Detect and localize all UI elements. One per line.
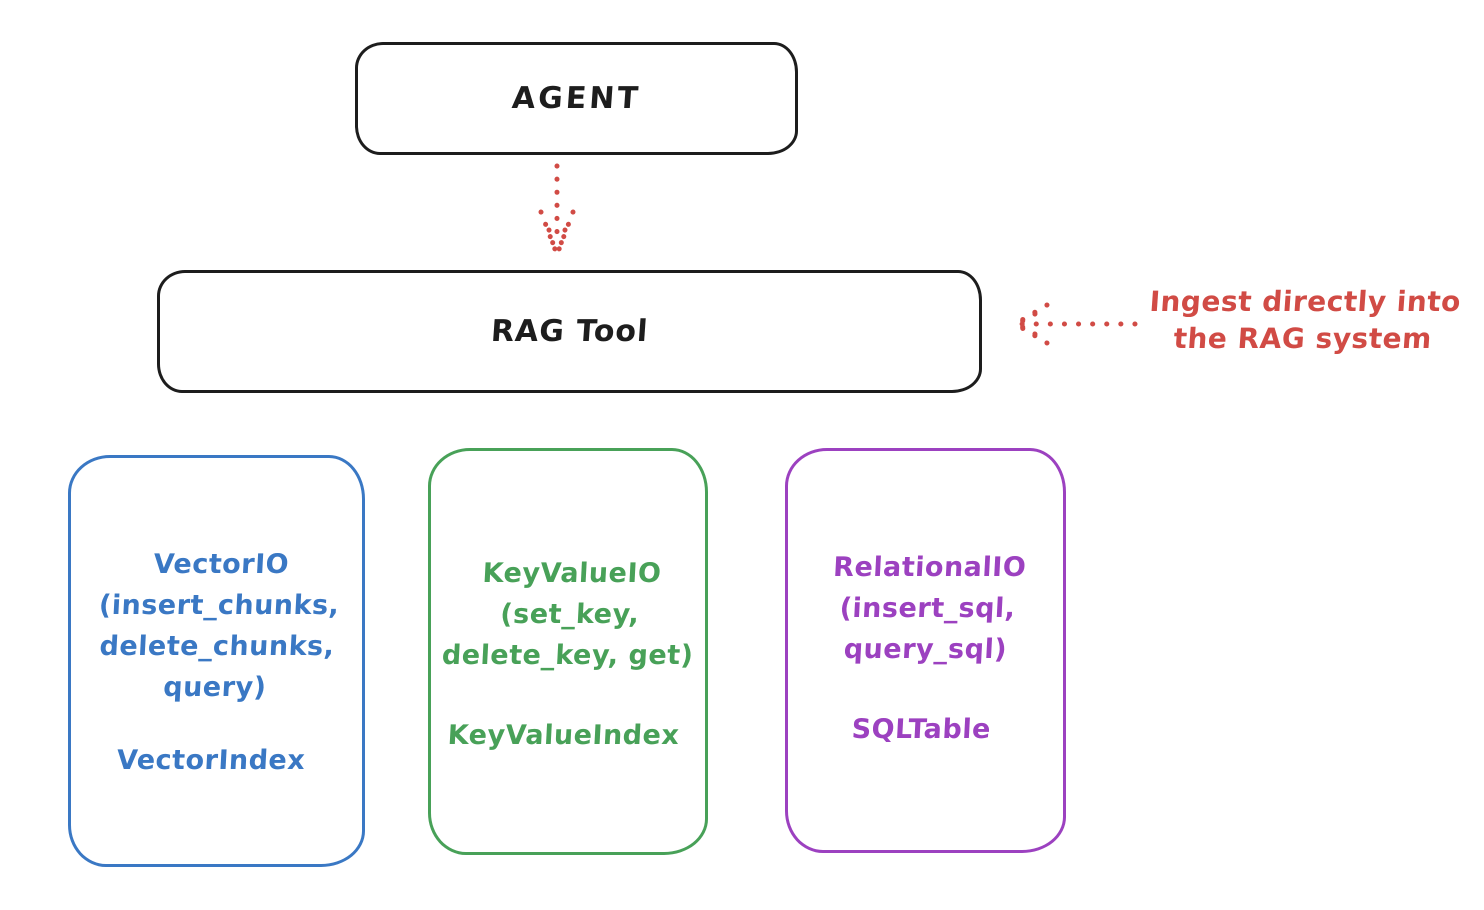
relational-io-method-line: (insert_sql,	[838, 593, 1017, 624]
keyvalue-io-box: KeyValueIO (set_key, delete_key, get) Ke…	[428, 448, 708, 855]
vector-index-label: VectorIndex	[116, 745, 307, 776]
vector-io-method-line: query)	[162, 672, 268, 703]
relational-io-methods: RelationalIO (insert_sql, query_sql) SQL…	[824, 547, 1028, 750]
vector-io-method-line: (insert_chunks,	[98, 590, 341, 621]
ingest-annotation-line2: the RAG system	[1172, 322, 1433, 355]
keyvalue-index-label: KeyValueIndex	[447, 720, 681, 751]
relational-io-box: RelationalIO (insert_sql, query_sql) SQL…	[785, 448, 1066, 853]
sql-table-label: SQLTable	[850, 714, 992, 745]
relational-io-title: RelationalIO	[832, 552, 1028, 583]
rag-tool-box: RAG Tool	[157, 270, 982, 393]
vector-io-title: VectorIO	[153, 549, 291, 580]
relational-io-method-line: query_sql)	[842, 634, 1008, 665]
vector-io-method-line: delete_chunks,	[99, 631, 336, 662]
agent-to-rag-arrow-icon	[538, 163, 576, 257]
vector-io-box: VectorIO (insert_chunks, delete_chunks, …	[68, 455, 365, 867]
keyvalue-io-title: KeyValueIO	[482, 558, 663, 589]
ingest-annotation: Ingest directly into the RAG system	[1125, 283, 1482, 357]
keyvalue-io-method-line: delete_key, get)	[441, 640, 695, 671]
vector-io-methods: VectorIO (insert_chunks, delete_chunks, …	[90, 544, 343, 781]
agent-box: AGENT	[355, 42, 798, 155]
keyvalue-io-method-line: (set_key,	[499, 599, 641, 630]
ingest-arrow-icon	[1014, 302, 1138, 346]
keyvalue-io-methods: KeyValueIO (set_key, delete_key, get) Ke…	[437, 553, 699, 756]
ingest-annotation-line1: Ingest directly into	[1148, 285, 1463, 318]
agent-label: AGENT	[510, 81, 643, 116]
rag-tool-label: RAG Tool	[489, 314, 650, 349]
